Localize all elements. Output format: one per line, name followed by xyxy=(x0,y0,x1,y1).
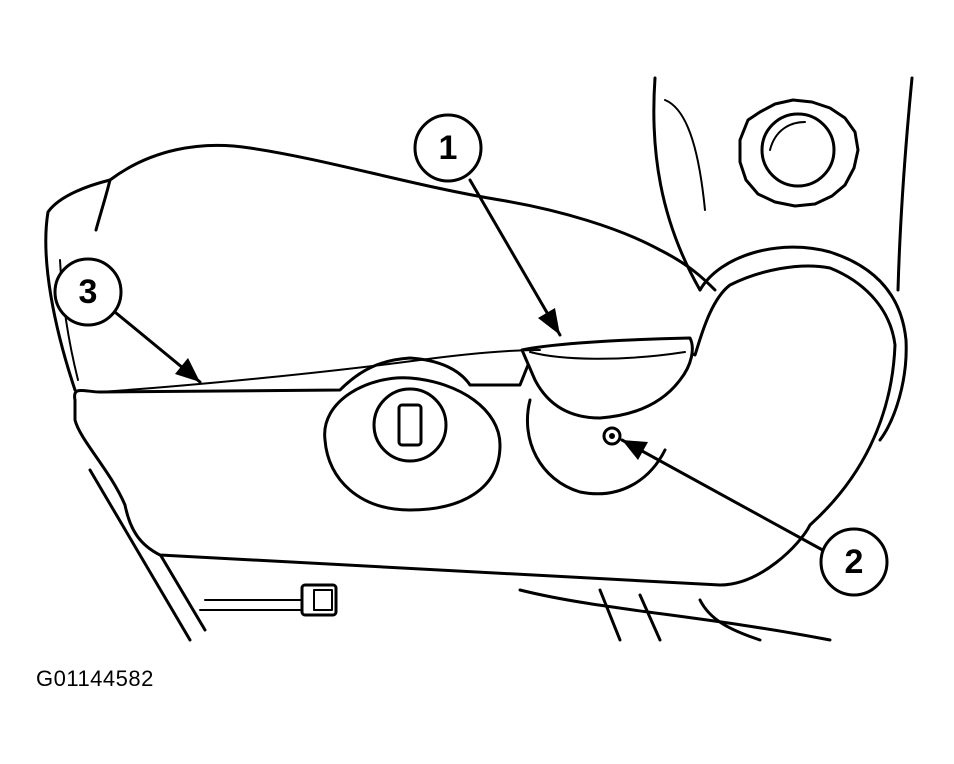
callout-3-label: 3 xyxy=(79,273,98,311)
side-shield-panel xyxy=(73,264,897,587)
wire-connector xyxy=(199,583,338,617)
adjuster-knob xyxy=(738,98,860,208)
callout-1-label: 1 xyxy=(439,129,458,167)
callout-3: 3 xyxy=(53,257,202,384)
seat-back xyxy=(652,76,914,442)
callout-1: 1 xyxy=(413,113,562,337)
figure-id: G01144582 xyxy=(36,666,154,691)
callout-2-label: 2 xyxy=(845,543,864,581)
callout-2: 2 xyxy=(620,438,889,597)
